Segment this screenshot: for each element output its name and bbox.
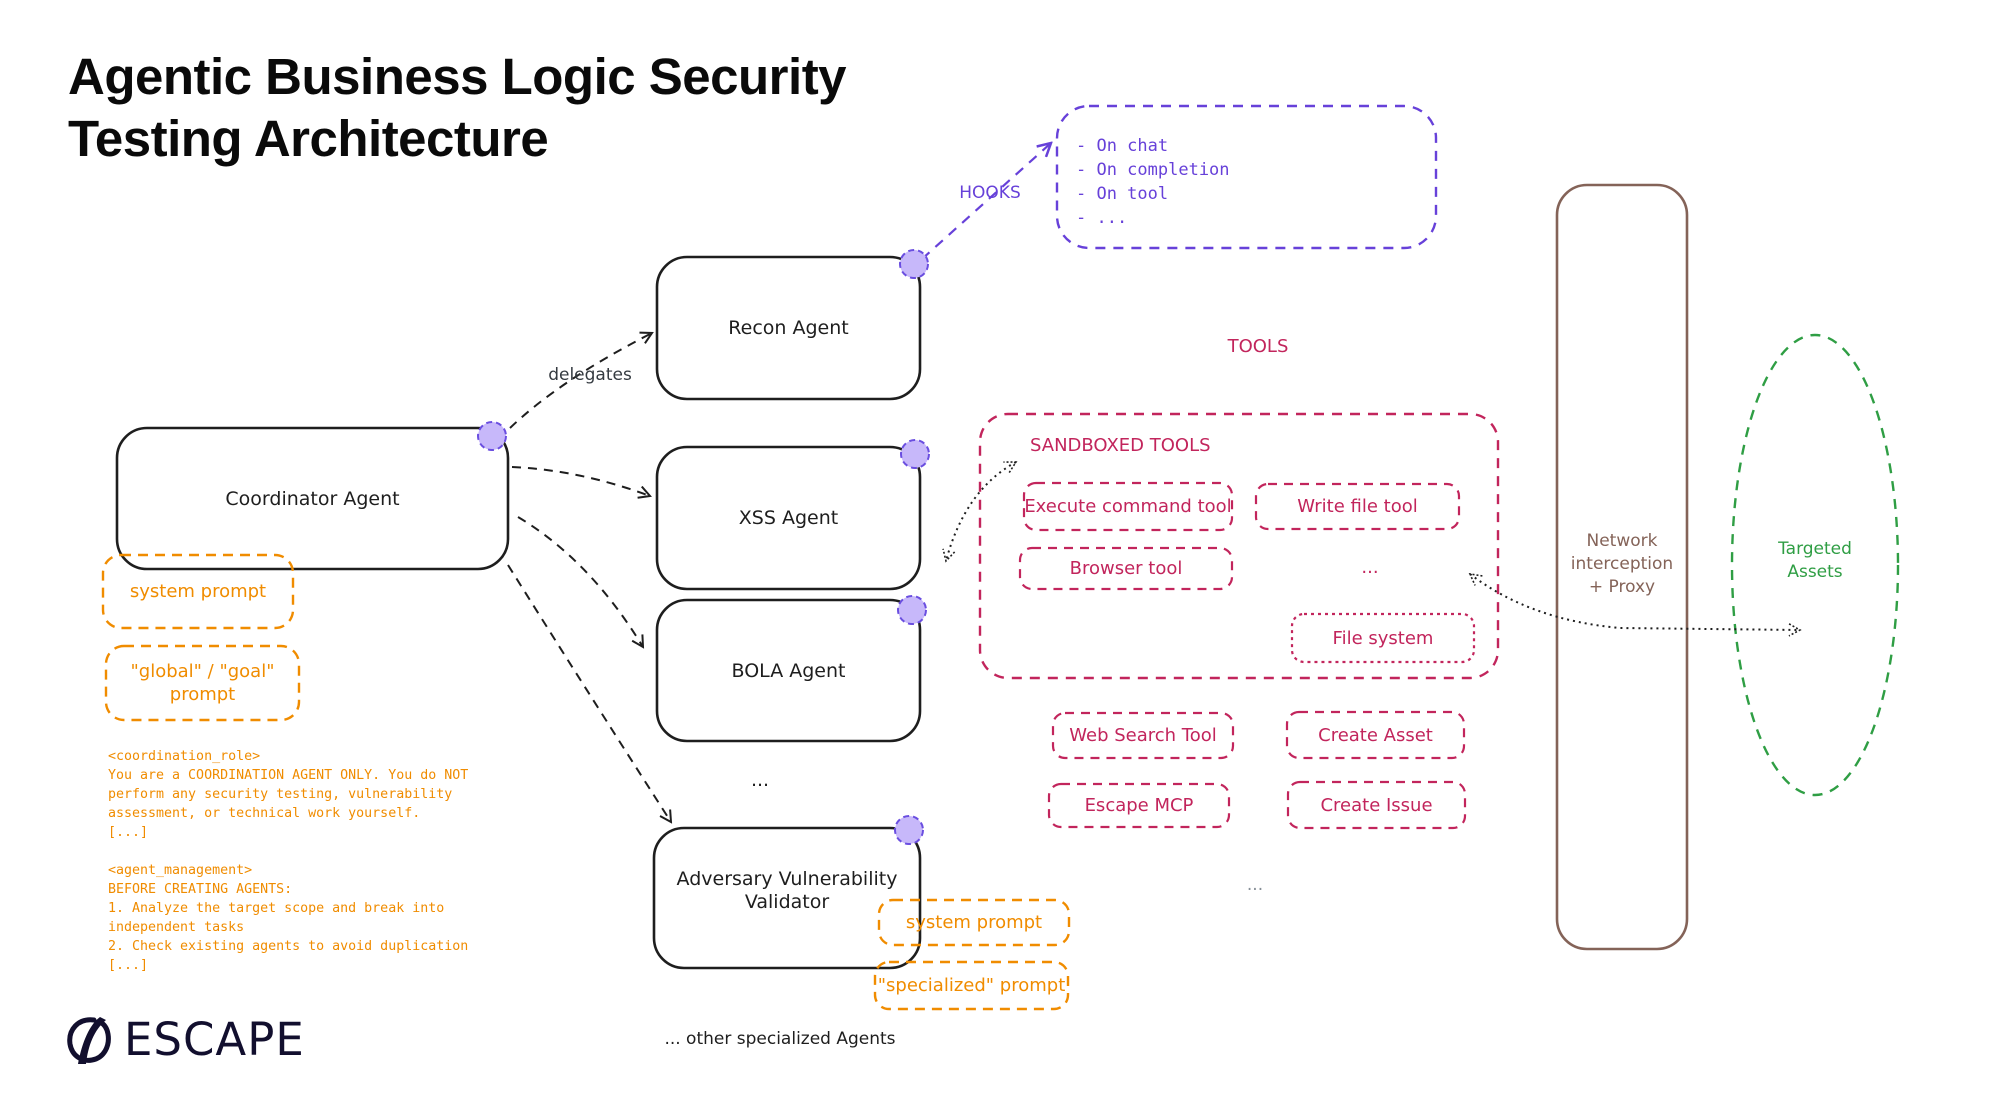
specialized-system-prompt-box [877, 898, 1071, 947]
specialized-system-prompt-label: system prompt [905, 912, 1043, 933]
other-agents-label: ... other specialized Agents [664, 1029, 896, 1049]
tool-box-file-system[interactable] [1290, 612, 1476, 664]
more-agents-ellipsis: ... [750, 769, 770, 791]
tool-create-issue-label[interactable]: Create Issue [1320, 794, 1433, 816]
delegate-arrow-adversary [507, 564, 671, 822]
escape-logo: ESCAPE [64, 1013, 305, 1066]
tools-to-assets-arrow [1468, 572, 1802, 637]
delegate-arrow-bola [517, 516, 643, 647]
prompt-text-line: independent tasks [108, 920, 245, 935]
hook-item: - On chat [1076, 136, 1169, 156]
tool-escape-mcp-label[interactable]: Escape MCP [1084, 795, 1194, 816]
bola-agent-label: BOLA Agent [731, 659, 846, 682]
tool-box-escape-mcp[interactable] [1047, 782, 1231, 829]
coordinator-system-prompt-label: system prompt [129, 581, 267, 602]
adversary-validator-box[interactable] [652, 826, 922, 970]
network-line-2: interception [1570, 554, 1674, 574]
prompt-text-line: <coordination_role> [108, 749, 261, 764]
assets-line-1: Targeted [1778, 539, 1852, 559]
tool-web-search-label[interactable]: Web Search Tool [1069, 725, 1217, 746]
adversary-label-line-2: Validator [744, 891, 830, 913]
coordinator-global-prompt-label: "global" / "goal" prompt [106, 646, 299, 720]
prompt-text-line: <agent_management> [108, 863, 253, 878]
tools-to-agent-arrow [942, 461, 1018, 563]
coordinator-system-prompt-box [101, 553, 295, 630]
hooks-box [1055, 104, 1438, 250]
hooks-list: - On chat - On completion - On tool - ..… [1076, 134, 1230, 230]
prompt-text-line: 2. Check existing agents to avoid duplic… [108, 939, 469, 954]
sandboxed-more-ellipsis: ... [1361, 556, 1379, 578]
targeted-assets-label: Targeted Assets [1740, 538, 1890, 584]
assets-line-2: Assets [1787, 562, 1843, 582]
coordinator-global-prompt-box [104, 644, 301, 722]
adversary-label-line-1: Adversary Vulnerability [676, 868, 898, 890]
hook-dot-adversary[interactable] [894, 815, 924, 845]
delegates-label: delegates [548, 365, 632, 385]
delegate-arrow-recon [509, 333, 652, 429]
tool-box-browser[interactable] [1018, 546, 1234, 591]
adversary-validator-label: Adversary Vulnerability Validator [654, 868, 920, 914]
tool-box-create-issue[interactable] [1286, 780, 1467, 830]
delegate-arrow-xss [511, 466, 650, 496]
hook-item: - ... [1076, 208, 1128, 228]
hooks-arrow [921, 143, 1051, 260]
network-proxy-box [1555, 183, 1689, 951]
prompt-text-line: 1. Analyze the target scope and break in… [108, 901, 445, 916]
tool-box-web-search[interactable] [1051, 711, 1235, 760]
specialized-prompt-box [873, 960, 1070, 1011]
global-prompt-line-1: "global" / "goal" [130, 661, 275, 682]
hook-dot-recon[interactable] [899, 249, 929, 279]
xss-agent-label: XSS Agent [738, 507, 839, 529]
title-line-2: Testing Architecture [68, 110, 549, 167]
hook-item: - On completion [1076, 160, 1230, 180]
hook-dot-bola[interactable] [897, 595, 927, 625]
tools-more-ellipsis: ... [1246, 875, 1264, 895]
tool-box-write-file[interactable] [1254, 482, 1461, 531]
tool-box-create-asset[interactable] [1285, 710, 1466, 760]
coordinator-agent-box[interactable] [115, 426, 510, 571]
escape-logo-icon [67, 1016, 111, 1064]
hook-item: - On tool [1076, 184, 1169, 204]
tool-browser-label[interactable]: Browser tool [1069, 558, 1183, 579]
network-line-3: + Proxy [1588, 577, 1656, 597]
prompt-text-line: perform any security testing, vulnerabil… [108, 787, 453, 802]
prompt-text-line: BEFORE CREATING AGENTS: [108, 882, 293, 897]
prompt-text-line [108, 842, 468, 861]
xss-agent-box[interactable] [655, 445, 922, 591]
title-line-1: Agentic Business Logic Security [68, 48, 847, 105]
prompt-text-line: assessment, or technical work yourself. [108, 806, 421, 821]
sandboxed-tools-heading: SANDBOXED TOOLS [1030, 434, 1211, 456]
prompt-text-line: [...] [108, 958, 149, 973]
global-prompt-line-2: prompt [169, 684, 236, 705]
hook-dot-xss[interactable] [900, 439, 930, 469]
prompt-text-line: You are a COORDINATION AGENT ONLY. You d… [108, 768, 469, 783]
tool-file-system-label[interactable]: File system [1332, 627, 1434, 649]
hook-dot-coordinator[interactable] [477, 421, 507, 451]
coordinator-agent-label: Coordinator Agent [225, 487, 400, 510]
tools-heading: TOOLS [1227, 335, 1289, 357]
coordinator-prompt-text: <coordination_role> You are a COORDINATI… [108, 747, 468, 975]
network-line-1: Network [1586, 531, 1658, 551]
recon-agent-box[interactable] [655, 255, 922, 401]
page-title: Agentic Business Logic Security Testing … [68, 46, 968, 170]
tool-execute-command-label[interactable]: Execute command tool [1024, 496, 1232, 517]
targeted-assets-ellipse [1730, 333, 1900, 797]
tool-create-asset-label[interactable]: Create Asset [1318, 724, 1433, 746]
escape-logo-wordmark: ESCAPE [124, 1013, 305, 1066]
recon-agent-label: Recon Agent [728, 317, 849, 339]
tool-write-file-label[interactable]: Write file tool [1297, 496, 1418, 517]
bola-agent-box[interactable] [655, 598, 922, 743]
specialized-prompt-label: "specialized" prompt [877, 975, 1066, 996]
network-proxy-label: Network interception + Proxy [1557, 530, 1687, 599]
prompt-text-line: [...] [108, 825, 149, 840]
hooks-label: HOOKS [959, 183, 1021, 203]
tool-box-execute-command[interactable] [1022, 481, 1234, 532]
